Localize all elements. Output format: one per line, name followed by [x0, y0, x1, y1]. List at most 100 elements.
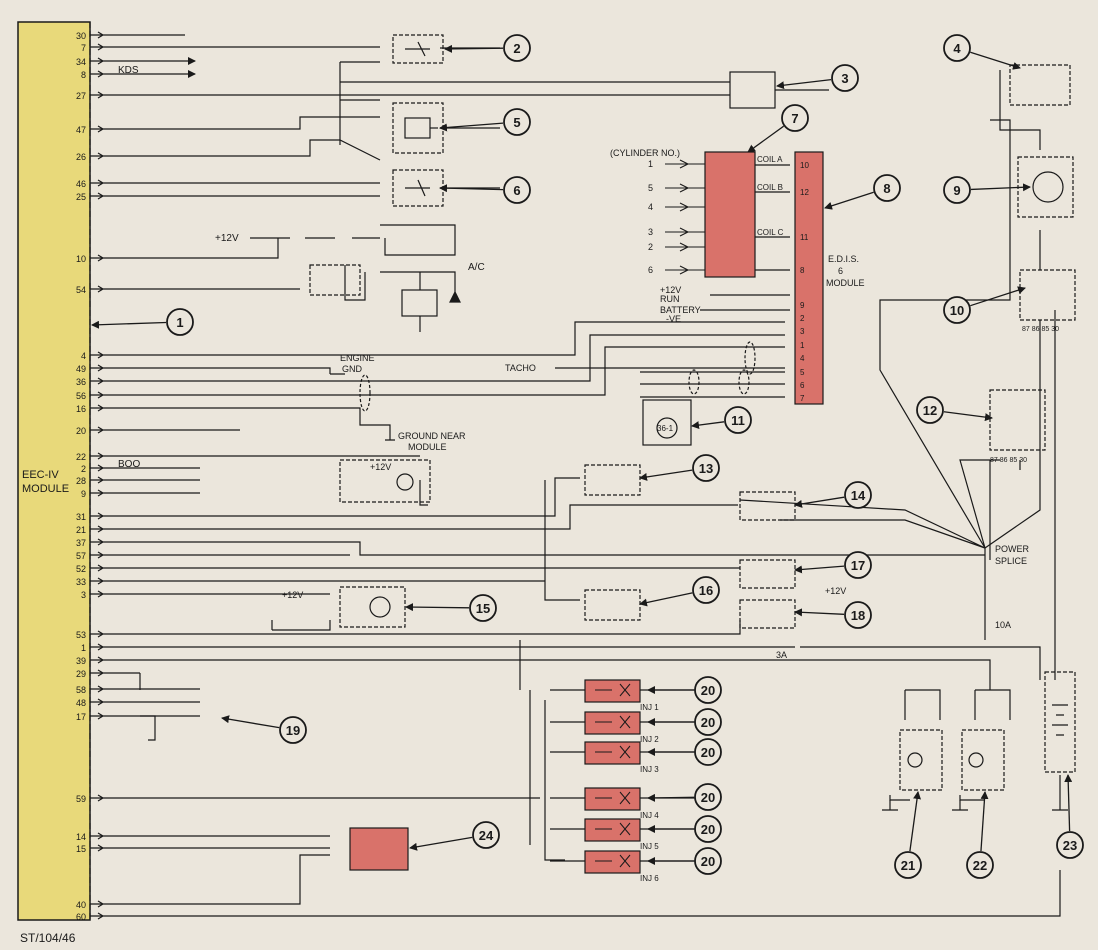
fuel-pump-motor — [1032, 171, 1064, 203]
callout-20 — [694, 847, 722, 875]
eec-pin-4: 4 — [81, 351, 86, 361]
callout-21 — [894, 851, 922, 879]
injector-symbol — [595, 683, 631, 697]
callout-number-20: 20 — [701, 790, 715, 805]
callout-4 — [943, 34, 971, 62]
sensor-15-box — [339, 586, 406, 628]
eec-pin-terminal — [90, 698, 108, 706]
callout-7 — [781, 104, 809, 132]
coil-pack — [704, 151, 756, 278]
callout-9 — [943, 176, 971, 204]
callout-number-1: 1 — [176, 315, 183, 330]
callout-leader — [639, 592, 693, 607]
callout-20 — [694, 815, 722, 843]
callout-17 — [844, 551, 872, 579]
callout-number-22: 22 — [973, 858, 987, 873]
edis-pin-9: 9 — [800, 301, 805, 310]
callout-leader — [943, 411, 993, 422]
callout-3 — [831, 64, 859, 92]
relay-box — [309, 264, 361, 296]
engine-gnd-label-1: ENGINE — [340, 353, 375, 363]
relay-10-box — [1019, 269, 1076, 321]
edis-module — [794, 151, 824, 405]
callout-22 — [966, 851, 994, 879]
ignition-box — [339, 459, 431, 503]
edis-pin-3: 3 — [800, 327, 805, 336]
eec-pin-terminal — [90, 57, 108, 65]
eec-pin-20: 20 — [76, 426, 86, 436]
unit-24 — [349, 827, 409, 871]
eec-pin-terminal — [90, 900, 108, 908]
callout-number-15: 15 — [476, 601, 490, 616]
callout-number-18: 18 — [851, 608, 865, 623]
pip-sensor-label: 36-1 — [657, 424, 674, 433]
callout-leader — [647, 793, 695, 802]
spark-plug-lead — [665, 183, 705, 193]
valve-17-box — [739, 559, 796, 589]
ve-label: -VE — [666, 314, 681, 324]
eec-pin-terminal — [90, 656, 108, 664]
injector-label: INJ 2 — [640, 735, 659, 744]
eec-iv-module: EEC-IV MODULE 30734827472646251054449365… — [17, 21, 108, 922]
battery-23-box — [1044, 671, 1076, 773]
callout-number-6: 6 — [513, 183, 520, 198]
eec-pin-terminal — [90, 391, 108, 399]
callout-11 — [724, 406, 752, 434]
callout-number-5: 5 — [513, 115, 520, 130]
eec-pin-56: 56 — [76, 391, 86, 401]
valve18-12v-label: +12V — [825, 586, 846, 596]
sensor-22-box — [961, 729, 1005, 791]
eec-pin-1: 1 — [81, 643, 86, 653]
eec-pin-14: 14 — [76, 832, 86, 842]
edis-pin-4: 4 — [800, 354, 805, 363]
eec-pin-terminal — [90, 512, 108, 520]
edis-pin-7: 7 — [800, 394, 805, 403]
callout-number-19: 19 — [286, 723, 300, 738]
eec-pin-21: 21 — [76, 525, 86, 535]
eec-pin-49: 49 — [76, 364, 86, 374]
callout-12 — [916, 396, 944, 424]
callout-leader — [970, 51, 1021, 70]
callout-leader — [794, 565, 845, 574]
eec-pin-33: 33 — [76, 577, 86, 587]
callout-leader — [91, 320, 167, 329]
callout-number-24: 24 — [479, 828, 494, 843]
callout-leader — [405, 603, 470, 612]
eec-pin-terminal — [90, 377, 108, 385]
eec-pin-terminal — [90, 538, 108, 546]
injector — [584, 850, 641, 874]
eec-pin-60: 60 — [76, 912, 86, 922]
eec-pin-57: 57 — [76, 551, 86, 561]
callout-number-2: 2 — [513, 41, 520, 56]
figure-ref: ST/104/46 — [20, 931, 76, 945]
cylinder-number-4: 4 — [648, 202, 653, 212]
eec-pin-3: 3 — [81, 590, 86, 600]
coil-b-label: COIL B — [757, 183, 783, 192]
callout-number-10: 10 — [950, 303, 964, 318]
engine-gnd-label-2: GND — [342, 364, 363, 374]
eec-pin-52: 52 — [76, 564, 86, 574]
eec-pin-terminal — [90, 643, 108, 651]
eec-pin-terminal — [90, 551, 108, 559]
eec-pin-terminal — [90, 152, 108, 160]
pip-sensor-box — [642, 399, 692, 446]
eec-pin-terminal — [90, 564, 108, 572]
callout-number-12: 12 — [923, 403, 937, 418]
eec-pin-terminal — [90, 577, 108, 585]
eec-pin-terminal — [90, 844, 108, 852]
eec-pin-terminal — [90, 590, 108, 598]
callout-20 — [694, 708, 722, 736]
callout-leader — [444, 44, 504, 53]
callout-leader — [824, 191, 874, 210]
ignition-12v-label: +12V — [370, 462, 391, 472]
callout-18 — [844, 601, 872, 629]
eec-pin-29: 29 — [76, 669, 86, 679]
callout-leader — [221, 715, 280, 729]
ac-label: A/C — [468, 262, 485, 273]
power-splice-label-2: SPLICE — [995, 556, 1027, 566]
eec-pin-group: 3073482747264625105444936561620222289312… — [76, 31, 108, 922]
spark-plug-lead — [665, 227, 705, 237]
